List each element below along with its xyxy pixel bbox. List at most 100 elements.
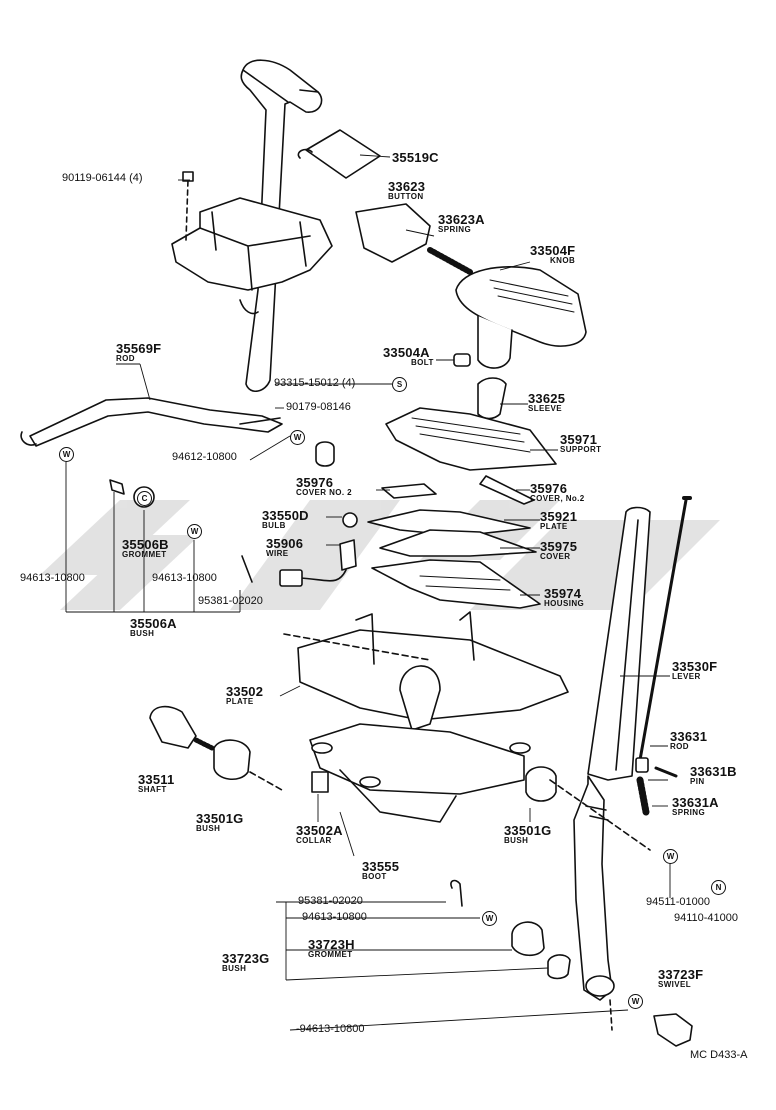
part-33550D: 33550D BULB	[262, 509, 309, 530]
part-number: 33530F	[672, 659, 718, 674]
part-35506B: 35506B GROMMET	[122, 538, 169, 559]
part-94511-01000: 94511-01000	[646, 897, 710, 908]
part-number: 35519C	[392, 150, 439, 165]
diagram-code: MC D433-A	[690, 1049, 748, 1061]
part-33530F: 33530F LEVER	[672, 660, 717, 681]
part-number: 94613-10800	[20, 572, 85, 584]
part-number: 94110-41000	[674, 912, 739, 924]
part-number: 35975	[540, 539, 578, 554]
part-number: 35921	[540, 509, 578, 524]
part-number: 33501G	[196, 811, 244, 826]
part-number: 33625	[528, 391, 566, 406]
knob-assembly-illustration	[355, 203, 587, 420]
part-number: 33555	[362, 859, 400, 874]
part-33631B: 33631B PIN	[690, 765, 737, 786]
part-33511: 33511 SHAFT	[138, 773, 174, 794]
part-number: 35506B	[122, 537, 169, 552]
part-33555: 33555 BOOT	[362, 860, 399, 881]
part-name: COVER, No.2	[530, 494, 585, 503]
marker-w: W	[628, 994, 643, 1009]
base-plate-illustration	[283, 611, 569, 823]
part-name: BULB	[262, 521, 286, 530]
part-94613-10800-a: 94613-10800	[20, 573, 85, 584]
part-name: SPRING	[438, 225, 472, 234]
part-number: 94613-10800	[152, 572, 217, 584]
part-number: 95381-02020	[298, 895, 363, 907]
part-number: 33631	[670, 729, 708, 744]
part-95381-02020-a: 95381-02020	[198, 596, 263, 607]
part-name: PIN	[690, 777, 705, 786]
part-name: PLATE	[540, 522, 568, 531]
part-33723H: 33723H GROMMET	[308, 938, 355, 959]
part-number: 35976	[530, 481, 568, 496]
part-number: 33723G	[222, 951, 270, 966]
part-number: 33502	[226, 684, 264, 699]
part-name: SWIVEL	[658, 980, 692, 989]
marker-w: W	[59, 447, 74, 462]
lower-lever-illustration	[549, 496, 692, 1001]
part-35976-left: 35976 COVER NO. 2	[296, 476, 352, 497]
marker-c: C	[137, 491, 152, 506]
part-number: 33723F	[658, 967, 704, 982]
part-35921: 35921 PLATE	[540, 510, 577, 531]
marker-w: W	[482, 911, 497, 926]
part-33501G-left: 33501G BUSH	[196, 812, 243, 833]
leader-lines	[65, 154, 671, 1031]
part-33631: 33631 ROD	[670, 730, 707, 751]
part-number: 93315-15012 (4)	[274, 377, 356, 389]
part-33723F: 33723F SWIVEL	[658, 968, 703, 989]
part-90179-08146: 90179-08146	[286, 402, 351, 413]
part-33501G-right: 33501G BUSH	[504, 824, 551, 845]
part-35974: 35974 HOUSING	[544, 587, 584, 608]
part-name: WIRE	[266, 549, 289, 558]
part-number: 94613-10800	[302, 911, 367, 923]
part-name: BUSH	[196, 824, 221, 833]
part-number: 33502A	[296, 823, 343, 838]
part-name: KNOB	[550, 256, 576, 265]
part-94613-10800-c: 94613-10800	[302, 912, 367, 923]
part-number: 33623A	[438, 212, 485, 227]
part-number: 33550D	[262, 508, 309, 523]
part-95381-02020-b: 95381-02020	[298, 896, 363, 907]
part-90119-06144: 90119-06144 (4)	[62, 173, 143, 184]
part-name: BOLT	[411, 358, 434, 367]
part-33623A: 33623A SPRING	[438, 213, 485, 234]
part-94613-10800-b: 94613-10800	[152, 573, 217, 584]
part-name: BUSH	[222, 964, 247, 973]
part-number: 35971	[560, 432, 598, 447]
part-33502: 33502 PLATE	[226, 685, 263, 706]
part-name: GROMMET	[308, 950, 353, 959]
part-33504F: 33504F KNOB	[530, 244, 575, 265]
part-33631A: 33631A SPRING	[672, 796, 719, 817]
part-name: BOOT	[362, 872, 387, 881]
part-35569F: 35569F ROD	[116, 342, 161, 363]
part-name: PLATE	[226, 697, 254, 706]
part-94612-10800: 94612-10800	[172, 452, 237, 463]
marker-s: S	[392, 377, 407, 392]
part-name: BUSH	[130, 629, 155, 638]
marker-w: W	[663, 849, 678, 864]
part-93315-15012: 93315-15012 (4)	[274, 378, 355, 389]
part-name: HOUSING	[544, 599, 585, 608]
part-number: 94511-01000	[646, 896, 711, 908]
part-number: 35569F	[116, 341, 162, 356]
part-name: ROD	[670, 742, 689, 751]
part-name: COLLAR	[296, 836, 332, 845]
shifter-covers-illustration	[241, 407, 557, 609]
part-name: GROMMET	[122, 550, 167, 559]
part-33625: 33625 SLEEVE	[528, 392, 565, 413]
part-33502A: 33502A COLLAR	[296, 824, 343, 845]
part-33623: 33623 BUTTON	[388, 180, 425, 201]
part-number: 33631A	[672, 795, 719, 810]
part-number: 95381-02020	[198, 595, 263, 607]
part-name: BUSH	[504, 836, 529, 845]
part-number: 90119-06144 (4)	[62, 172, 143, 184]
part-number: 33504A	[383, 345, 430, 360]
part-35971: 35971 SUPPORT	[560, 433, 601, 454]
part-number: 33504F	[530, 243, 576, 258]
part-number: 35506A	[130, 616, 177, 631]
part-number: 33631B	[690, 764, 737, 779]
part-name: COVER NO. 2	[296, 488, 352, 497]
